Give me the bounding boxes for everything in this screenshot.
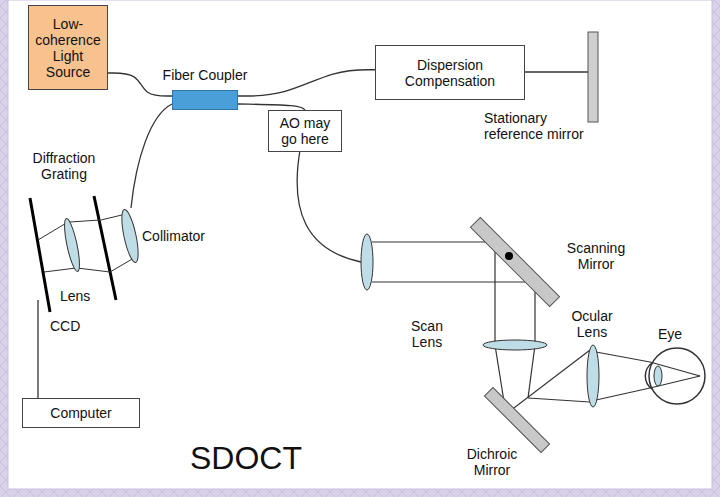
scan-lens bbox=[483, 340, 547, 350]
computer-box: Computer bbox=[22, 398, 140, 428]
node-text: AO may go here bbox=[275, 115, 335, 147]
lens bbox=[361, 234, 373, 290]
node-text: Dispersion Compensation bbox=[382, 57, 518, 89]
cornea bbox=[645, 363, 652, 389]
eye bbox=[649, 348, 705, 404]
scanning-mirror bbox=[470, 217, 559, 306]
ccd-cable bbox=[37, 300, 38, 398]
part-label: Collimator bbox=[142, 228, 222, 244]
diffraction-grating bbox=[94, 196, 116, 300]
part-label: Ocular Lens bbox=[562, 308, 622, 340]
spectrometer-rays bbox=[38, 214, 134, 272]
node-text: Computer bbox=[50, 405, 111, 421]
eye-lens bbox=[654, 366, 662, 386]
diagram-title: SDOCT bbox=[190, 440, 302, 476]
fiber-connector bbox=[108, 73, 172, 96]
fiber-connector bbox=[238, 70, 375, 96]
fiber bbox=[131, 104, 172, 208]
process-box: AO may go here bbox=[268, 110, 342, 152]
dichroic-mirror bbox=[484, 387, 549, 452]
part-label: CCD bbox=[50, 318, 90, 334]
part-label: Scanning Mirror bbox=[560, 240, 632, 272]
node-caption: Fiber Coupler bbox=[163, 67, 248, 83]
part-label: Eye bbox=[658, 326, 694, 342]
part-label: Diffraction Grating bbox=[24, 150, 104, 182]
reference-beam bbox=[525, 71, 588, 72]
light-source-box: Low-coherence Light Source bbox=[28, 5, 108, 90]
lens bbox=[61, 218, 82, 273]
fiber-coupler: Fiber Coupler bbox=[172, 90, 238, 110]
reference-mirror bbox=[588, 32, 598, 122]
fiber bbox=[297, 150, 361, 262]
part-label: Stationary reference mirror bbox=[484, 110, 600, 142]
sample-beam bbox=[372, 242, 700, 414]
collimator-lens bbox=[119, 208, 142, 263]
ccd-line bbox=[30, 198, 50, 312]
node-text: Low-coherence Light Source bbox=[35, 16, 101, 80]
part-label: Lens bbox=[60, 288, 100, 304]
white-panel bbox=[8, 0, 712, 489]
part-label: Dichroic Mirror bbox=[460, 446, 524, 478]
part-label: Scan Lens bbox=[404, 318, 450, 350]
process-box: Dispersion Compensation bbox=[375, 45, 525, 100]
mirror-pivot bbox=[505, 252, 513, 260]
ocular-lens bbox=[587, 345, 599, 407]
